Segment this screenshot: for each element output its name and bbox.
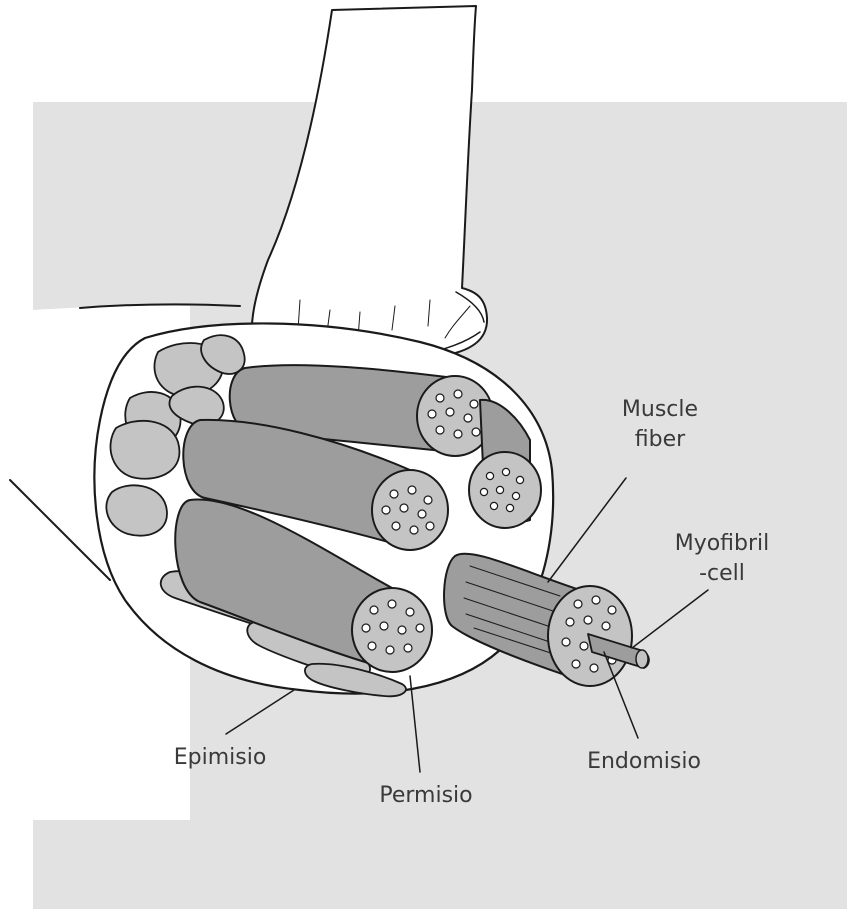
fascicle-small-4 xyxy=(110,421,179,479)
fascicle-small-5 xyxy=(106,485,167,535)
label-muscle-fiber-line1: Muscle xyxy=(622,397,698,422)
label-epimisio: Epimisio xyxy=(174,745,267,770)
label-muscle-fiber-line2: fiber xyxy=(635,427,686,452)
fascicle-end-right xyxy=(469,452,541,528)
label-myofibril-line1: Myofibril xyxy=(675,531,770,556)
myofibril-rod-end xyxy=(636,650,648,668)
label-permisio: Permisio xyxy=(379,783,472,808)
label-myofibril-line2: -cell xyxy=(699,561,745,586)
label-endomisio: Endomisio xyxy=(587,749,701,774)
